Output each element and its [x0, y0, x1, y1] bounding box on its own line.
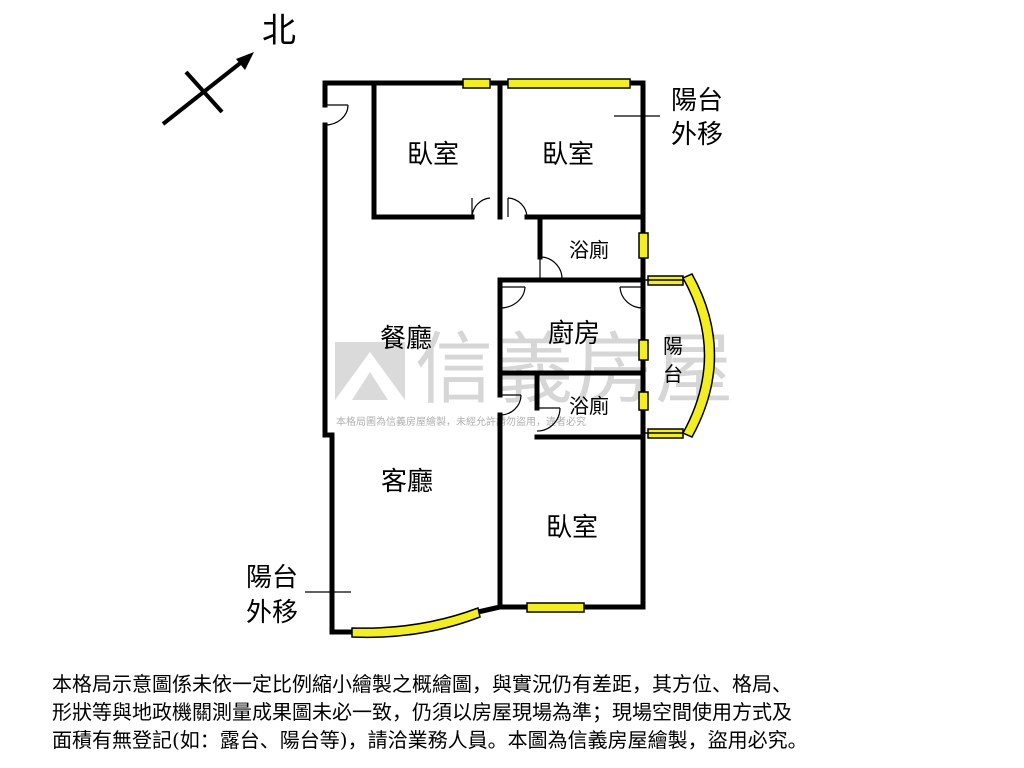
room-labels: 臥室 臥室 浴廁 餐廳 廚房 陽 台 浴廁 客廳 臥室 [380, 140, 683, 543]
watermark-notice: 本格局圖為信義房屋繪製，未經允許請勿盜用，違者必究 [336, 415, 586, 428]
note-balcony-top-2: 外移 [671, 120, 723, 150]
window-top-2 [507, 78, 631, 89]
door-kitchen-left [499, 286, 526, 309]
note-balcony-top-1: 陽台 [671, 86, 723, 116]
disclaimer-line: 面積有無登記(如：露台、陽台等)，請洽業務人員。本圖為信義房屋繪製，盜用必究。 [52, 728, 808, 752]
note-balcony-bottom-1: 陽台 [246, 563, 298, 593]
window-bath-2 [638, 391, 649, 411]
window-bath-1 [638, 232, 649, 259]
door-bedroom-3 [499, 394, 522, 416]
room-balcony-right-1: 陽 [663, 334, 683, 358]
door-bath-2 [536, 407, 561, 432]
disclaimer: 本格局示意圖係未依一定比例縮小繪製之概繪圖，與實況仍有差距，其方位、格局、 形狀… [52, 670, 992, 754]
door-kitchen-right [619, 286, 644, 309]
window-balcony-curve [681, 273, 716, 438]
room-bath-2: 浴廁 [569, 394, 609, 418]
door-entrance [324, 104, 349, 126]
window-living-curve [351, 606, 481, 639]
walls [322, 80, 646, 635]
notes: 陽台 外移 陽台 外移 [246, 86, 723, 628]
compass-north-label: 北 [262, 11, 296, 51]
door-bedroom-1 [471, 197, 491, 218]
balcony-outline [643, 279, 683, 434]
door-bedroom-2 [507, 197, 528, 218]
doors [324, 104, 644, 432]
watermark: 信義房屋 本格局圖為信義房屋繪製，未經允許請勿盜用，違者必究 [335, 325, 735, 428]
door-bath-1 [539, 256, 563, 281]
room-bedroom-2: 臥室 [542, 140, 594, 170]
window-kitchen [638, 339, 649, 361]
watermark-brand: 信義房屋 [415, 325, 735, 415]
room-living: 客廳 [381, 467, 433, 497]
window-bedroom-3 [526, 602, 585, 613]
north-arrow-icon [236, 52, 254, 70]
disclaimer-line: 本格局示意圖係未依一定比例縮小繪製之概繪圖，與實況仍有差距，其方位、格局、 [52, 672, 792, 696]
room-bedroom-3: 臥室 [546, 513, 598, 543]
compass: 北 [161, 11, 296, 126]
floor-plan: 信義房屋 本格局圖為信義房屋繪製，未經允許請勿盜用，違者必究 北 [161, 11, 735, 639]
room-kitchen: 廚房 [548, 319, 600, 349]
disclaimer-line: 形狀等與地政機關測量成果圖未必一致，仍須以房屋現場為準；現場空間使用方式及 [52, 700, 792, 724]
note-balcony-bottom-2: 外移 [246, 598, 298, 628]
watermark-logo [335, 342, 405, 400]
room-balcony-right-2: 台 [663, 362, 683, 386]
window-top-1 [462, 78, 491, 89]
room-dining: 餐廳 [380, 324, 432, 354]
room-bath-1: 浴廁 [569, 238, 609, 262]
room-bedroom-1: 臥室 [407, 140, 459, 170]
